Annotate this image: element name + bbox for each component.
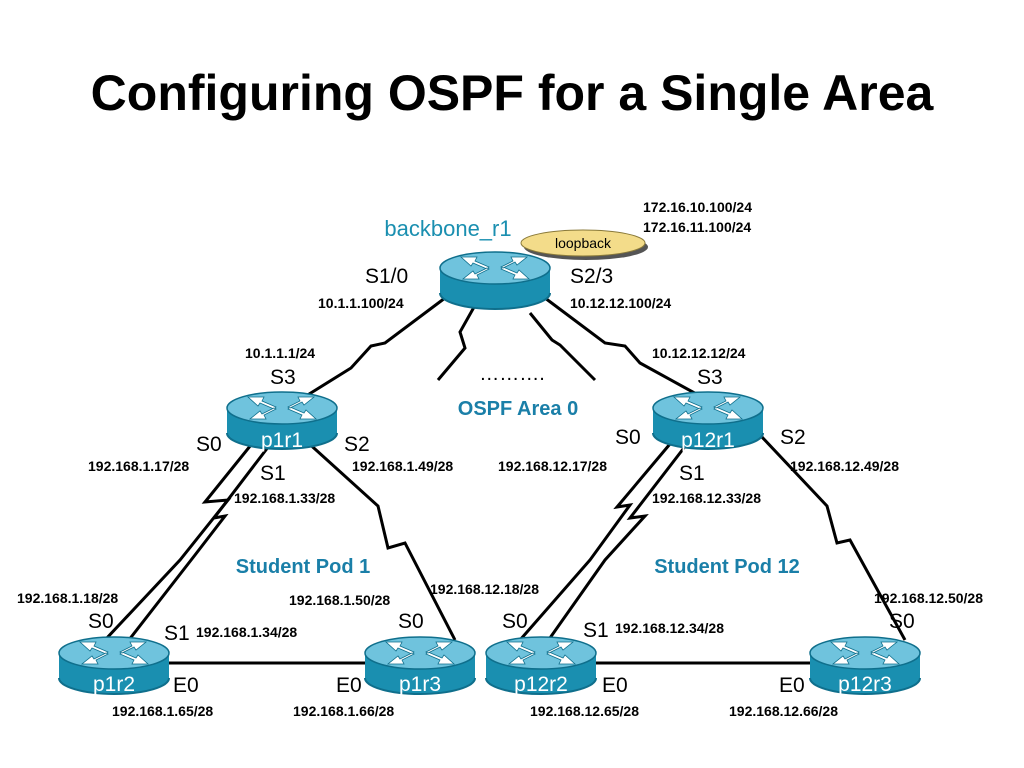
port-p12r2-s1: S1 [583,619,609,642]
port-p1r2-s1: S1 [164,622,190,645]
port-p1r2-e0: E0 [173,674,199,697]
loopback-ip-2: 172.16.11.100/24 [643,219,751,235]
area-label-backbone: OSPF Area 0 [458,398,578,420]
router-name-p12r3: p12r3 [838,673,892,696]
router-backbone-r1[interactable] [439,251,551,310]
port-p1r2-s0: S0 [88,610,114,633]
ip-p12r2-e0: 192.168.12.65/28 [530,703,639,719]
ip-p12r2-s0: 192.168.12.18/28 [430,581,539,597]
port-p1r3-e0: E0 [336,674,362,697]
area-label-pod12: Student Pod 12 [654,556,800,578]
ip-p1r1-s0: 192.168.1.17/28 [88,458,189,474]
port-backbone-s2-3: S2/3 [570,265,613,288]
link-p12r1-p12r2-s1 [543,439,692,646]
link-p12r1-p12r2-s0 [518,437,677,641]
router-name-p1r1: p1r1 [261,429,303,452]
ip-backbone-s1-0: 10.1.1.100/24 [318,295,404,311]
ip-p1r2-s0: 192.168.1.18/28 [17,590,118,606]
router-name-p12r1: p12r1 [681,429,735,452]
area-dots: ………. [479,363,545,385]
ip-p12r3-e0: 192.168.12.66/28 [729,703,838,719]
ip-p12r1-s2: 192.168.12.49/28 [790,458,899,474]
port-p12r1-s3: S3 [697,366,723,389]
loopback-interface: loopback [520,229,648,260]
link-backbone-p12r1 [544,296,701,398]
ip-p12r1-s3: 10.12.12.12/24 [652,345,746,361]
area-label-pod1: Student Pod 1 [236,556,370,578]
port-p1r1-s3: S3 [270,366,296,389]
router-icon [439,251,551,310]
port-p12r1-s1: S1 [679,462,705,485]
router-name-p1r2: p1r2 [93,673,135,696]
ip-p12r3-s0: 192.168.12.50/28 [874,590,983,606]
ip-p1r1-s1: 192.168.1.33/28 [234,490,335,506]
ip-p12r2-s1: 192.168.12.34/28 [615,620,724,636]
port-p12r1-s0: S0 [615,426,641,449]
port-p1r1-s2: S2 [344,433,370,456]
link-p1r1-p1r2-s1 [123,441,274,646]
port-backbone-s1-0: S1/0 [365,265,408,288]
ip-p12r1-s1: 192.168.12.33/28 [652,490,761,506]
port-p12r3-s0: S0 [889,610,915,633]
area0-bracket-left [436,299,480,381]
ip-p1r2-s1: 192.168.1.34/28 [196,624,297,640]
link-p1r1-p1r3 [303,438,457,641]
loopback-label: loopback [555,235,612,251]
link-p12r1-p12r3 [758,433,907,641]
link-backbone-p1r1 [305,296,446,398]
port-p1r1-s1: S1 [260,462,286,485]
router-name-backbone: backbone_r1 [384,216,511,241]
page-title: Configuring OSPF for a Single Area [91,65,935,121]
port-p1r1-s0: S0 [196,433,222,456]
port-p12r1-s2: S2 [780,426,806,449]
ip-p1r3-s0: 192.168.1.50/28 [289,592,390,608]
port-p12r3-e0: E0 [779,674,805,697]
area0-bracket-right [528,312,597,382]
router-name-p1r3: p1r3 [399,673,441,696]
ip-p1r2-e0: 192.168.1.65/28 [112,703,213,719]
port-p12r2-s0: S0 [502,610,528,633]
ip-p1r1-s3: 10.1.1.1/24 [245,345,315,361]
port-p1r3-s0: S0 [398,610,424,633]
port-p12r2-e0: E0 [602,674,628,697]
router-name-p12r2: p12r2 [514,673,568,696]
loopback-ip-1: 172.16.10.100/24 [643,199,752,215]
ip-p1r3-e0: 192.168.1.66/28 [293,703,394,719]
ip-p1r1-s2: 192.168.1.49/28 [352,458,453,474]
ip-backbone-s2-3: 10.12.12.100/24 [570,295,671,311]
ip-p12r1-s0: 192.168.12.17/28 [498,458,607,474]
